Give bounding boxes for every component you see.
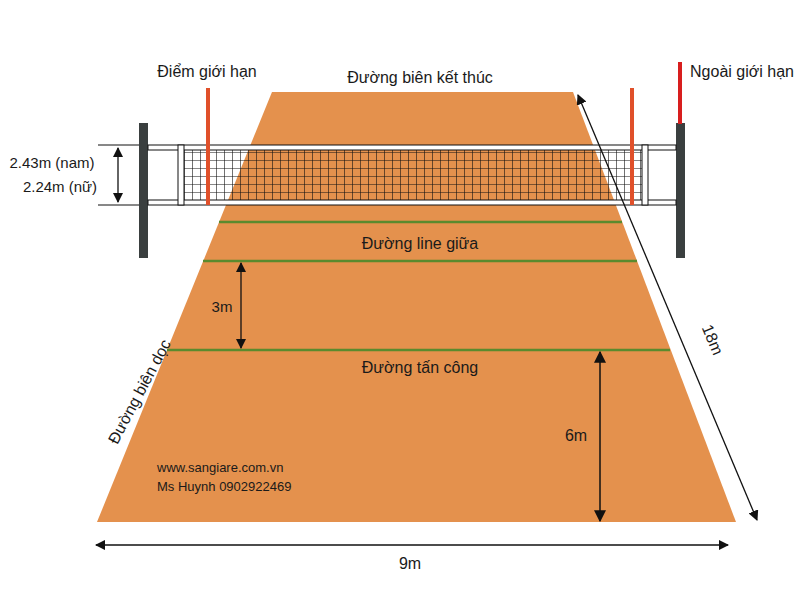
dimension-label: 9m (399, 555, 421, 573)
dimension-arrow (578, 95, 757, 520)
net-post (676, 123, 685, 258)
center-line (203, 260, 637, 263)
dimension-label: 18m (697, 322, 726, 358)
net-top-band (148, 145, 676, 150)
net-bottom-band (148, 200, 676, 205)
line-label: Đường tấn công (362, 359, 478, 377)
dimension-line (98, 145, 139, 146)
antenna-out (678, 62, 682, 124)
net-mesh (182, 150, 644, 200)
dimension-label: 6m (565, 427, 587, 445)
dimension-label: 2.43m (nam) (9, 154, 94, 171)
dimension-label: 3m (212, 298, 233, 315)
attack-line (167, 349, 670, 352)
dimension-label: 2.24m (nữ) (23, 178, 97, 195)
antenna (206, 88, 210, 205)
net-post (139, 123, 148, 258)
line-label: Đường biên kết thúc (347, 69, 493, 87)
dimension-line (98, 205, 139, 206)
watermark: Ms Huynh 0902922469 (157, 480, 291, 495)
callout-label: Ngoài giới hạn (690, 63, 794, 81)
net-clamp (642, 145, 648, 205)
net-line (219, 221, 622, 224)
line-label: Đường line giữa (362, 235, 478, 253)
net-clamp (178, 145, 184, 205)
antenna (630, 88, 634, 205)
watermark: www.sangiare.com.vn (157, 461, 283, 476)
dimension-arrow (117, 148, 118, 202)
dimension-arrow (240, 263, 241, 348)
court-surface (97, 92, 736, 522)
callout-label: Điểm giới hạn (157, 63, 256, 81)
dimension-arrow (599, 352, 601, 521)
dimension-arrow (96, 544, 728, 545)
